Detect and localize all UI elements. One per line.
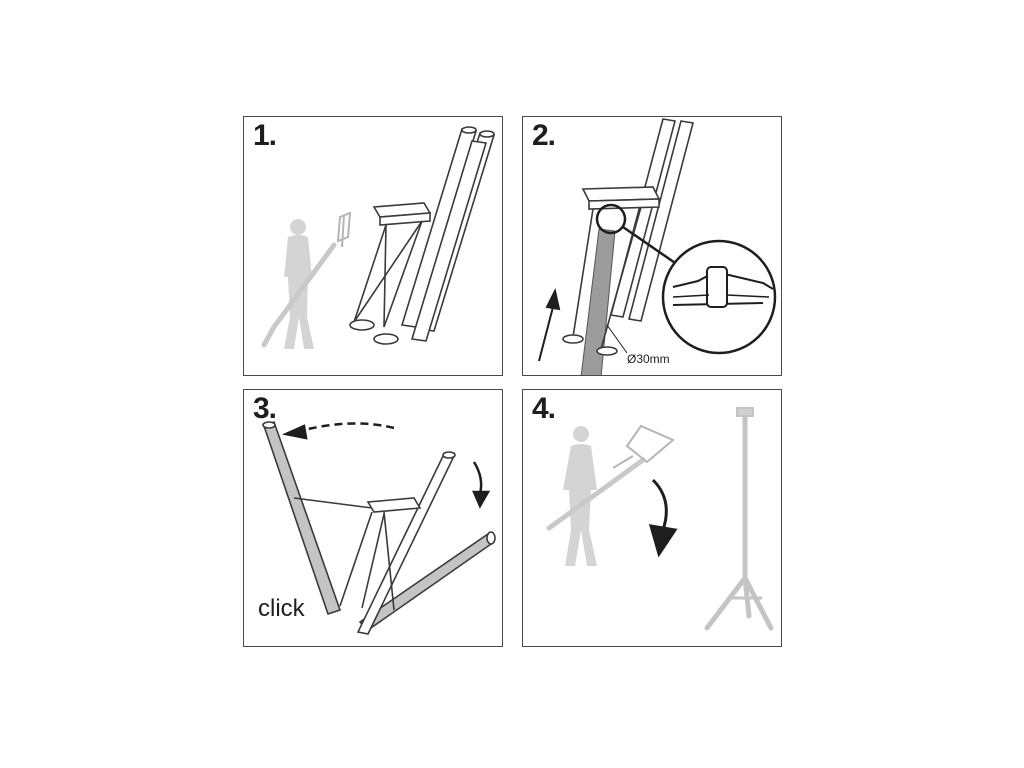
unfolded-tripod — [262, 420, 496, 635]
step-2-number: 2. — [532, 119, 556, 152]
down-arrow-icon — [648, 478, 678, 558]
person-silhouette — [284, 219, 314, 349]
swing-arrow-top-icon — [281, 422, 395, 440]
up-arrow-icon — [538, 288, 561, 362]
pole-with-tripod-head — [546, 457, 646, 531]
step-3-number: 3. — [253, 392, 277, 425]
step-3-illustration — [262, 420, 496, 635]
callout-line — [606, 324, 628, 354]
step-1-number: 1. — [253, 119, 277, 152]
step-3-panel: 3. click — [243, 389, 503, 647]
step-1-illustration — [261, 126, 496, 349]
diameter-label: Ø30mm — [627, 352, 670, 366]
detail-callout — [595, 203, 777, 355]
folded-tripod — [349, 126, 496, 345]
step-2-illustration: Ø30mm — [538, 118, 777, 375]
step-4-panel: 4. — [522, 389, 782, 647]
step-1-panel: 1. — [243, 116, 503, 376]
step-4-number: 4. — [532, 392, 556, 425]
step-2-panel: 2. Ø30mm — [522, 116, 782, 376]
tripod-with-adapter — [562, 118, 694, 356]
click-label: click — [258, 595, 305, 622]
step-4-illustration — [546, 407, 774, 631]
swing-arrow-right-icon — [472, 461, 491, 509]
small-stand-icon — [336, 211, 352, 248]
assembled-light-stand — [704, 407, 774, 631]
tripod-head-icon — [612, 424, 675, 469]
mount-pole — [580, 228, 616, 375]
extension-pole — [261, 242, 337, 348]
